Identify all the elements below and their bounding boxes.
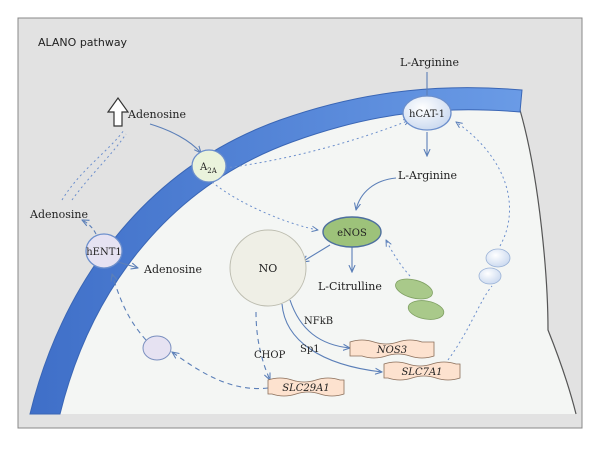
arrow-hent1-to-adenosine — [82, 220, 97, 235]
gene-slc7a1-ribbon — [383, 361, 461, 381]
hollow-up-arrow-icon — [106, 96, 130, 127]
enos-enzyme — [322, 216, 382, 248]
arrow-adenosine-to-a2a — [149, 123, 201, 153]
label-larginine-inner: L-Arginine — [398, 169, 457, 182]
arrow-slc29a1-to-vesicle — [172, 352, 269, 390]
gene-slc29a1-label: SLC29A1 — [282, 383, 329, 394]
hcat1-label: hCAT-1 — [409, 109, 445, 120]
label-larginine-top: L-Arginine — [400, 56, 459, 69]
cell-inner-edge — [519, 109, 577, 415]
gene-slc7a1-label: SLC7A1 — [401, 367, 442, 378]
vesicle-icon — [395, 278, 433, 300]
arrow-no-to-nos3 — [289, 299, 350, 348]
label-chop: CHOP — [254, 350, 286, 361]
label-nfkb: NFkB — [304, 316, 333, 327]
arrow-no-to-slc29a1 — [255, 311, 270, 380]
arrow-a2a-to-enos — [211, 181, 318, 230]
gene-nos3-ribbon — [349, 339, 435, 359]
page-title: ALANO pathway — [38, 36, 128, 49]
hcat1-transporter — [402, 95, 452, 131]
label-sp1: Sp1 — [300, 344, 320, 355]
a2a-label: A2A — [199, 162, 218, 175]
vesicle-icon — [407, 300, 445, 320]
arrow-a2a-to-hcat1 — [224, 120, 410, 169]
cell-membrane — [29, 87, 523, 415]
arrow-slc7a1-to-vesicles — [447, 285, 493, 361]
arrow-hent1-to-adenosine-inner — [117, 261, 138, 268]
vesicle-icon — [478, 267, 502, 285]
label-lcitrulline: L-Citrulline — [318, 280, 382, 293]
gene-slc29a1-ribbon — [267, 377, 345, 397]
gene-nos3-label: NOS3 — [376, 345, 407, 356]
arrow-no-to-slc7a1 — [281, 303, 382, 372]
label-adenosine-top: Adenosine — [127, 108, 186, 121]
hent1-label: hENT1 — [86, 247, 122, 258]
arrow-vesicle-to-hent1 — [112, 274, 147, 341]
a2a-receptor — [191, 149, 227, 183]
enos-label: eNOS — [337, 228, 367, 239]
label-adenosine-inner: Adenosine — [143, 263, 202, 276]
vesicle-icon — [142, 335, 172, 361]
hent1-transporter — [85, 233, 123, 269]
arrow-larginine-to-enos — [356, 177, 397, 210]
no-molecule — [229, 229, 307, 307]
dotted-adenosine-link — [61, 129, 125, 201]
label-adenosine-left: Adenosine — [29, 208, 88, 221]
no-label: NO — [259, 262, 278, 275]
vesicle-icon — [485, 248, 511, 268]
cell-interior — [58, 105, 576, 415]
arrow-enos-to-no — [302, 244, 331, 262]
